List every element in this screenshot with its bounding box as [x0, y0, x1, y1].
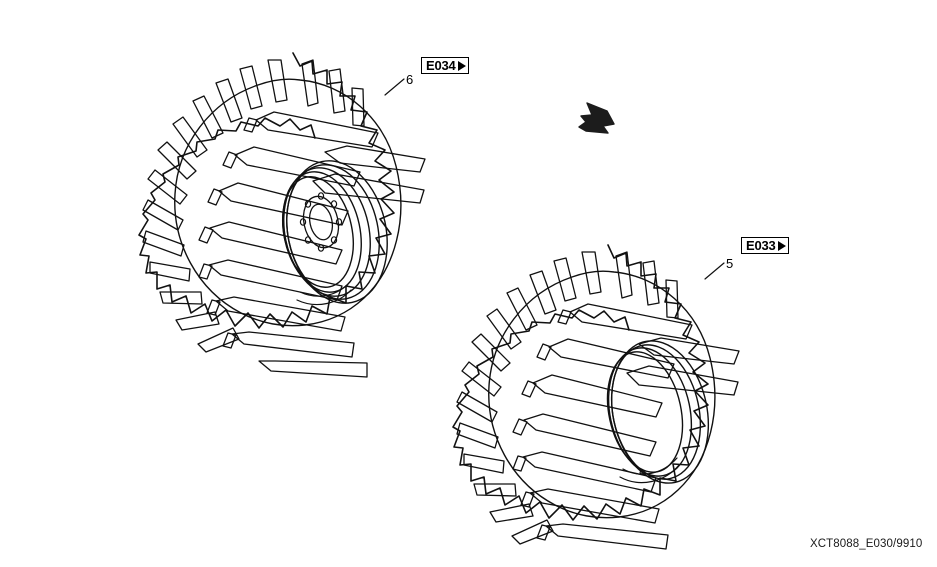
reference-callout-e034[interactable]: E034 — [421, 57, 469, 74]
item-number-6: 6 — [406, 72, 414, 87]
tire-bare-right — [452, 244, 740, 550]
item-number-5: 5 — [726, 256, 734, 271]
triangle-right-icon — [457, 60, 466, 71]
leader-line-5 — [704, 262, 725, 280]
leader-line-6 — [384, 78, 405, 96]
reference-callout-label: E033 — [746, 238, 776, 253]
tire-assembly-left — [138, 52, 426, 378]
drawing-caption: XCT8088_E030/9910 — [810, 538, 923, 550]
direction-arrow — [578, 102, 615, 134]
reference-callout-e033[interactable]: E033 — [741, 237, 789, 254]
triangle-right-icon — [777, 240, 786, 251]
reference-callout-label: E034 — [426, 58, 456, 73]
